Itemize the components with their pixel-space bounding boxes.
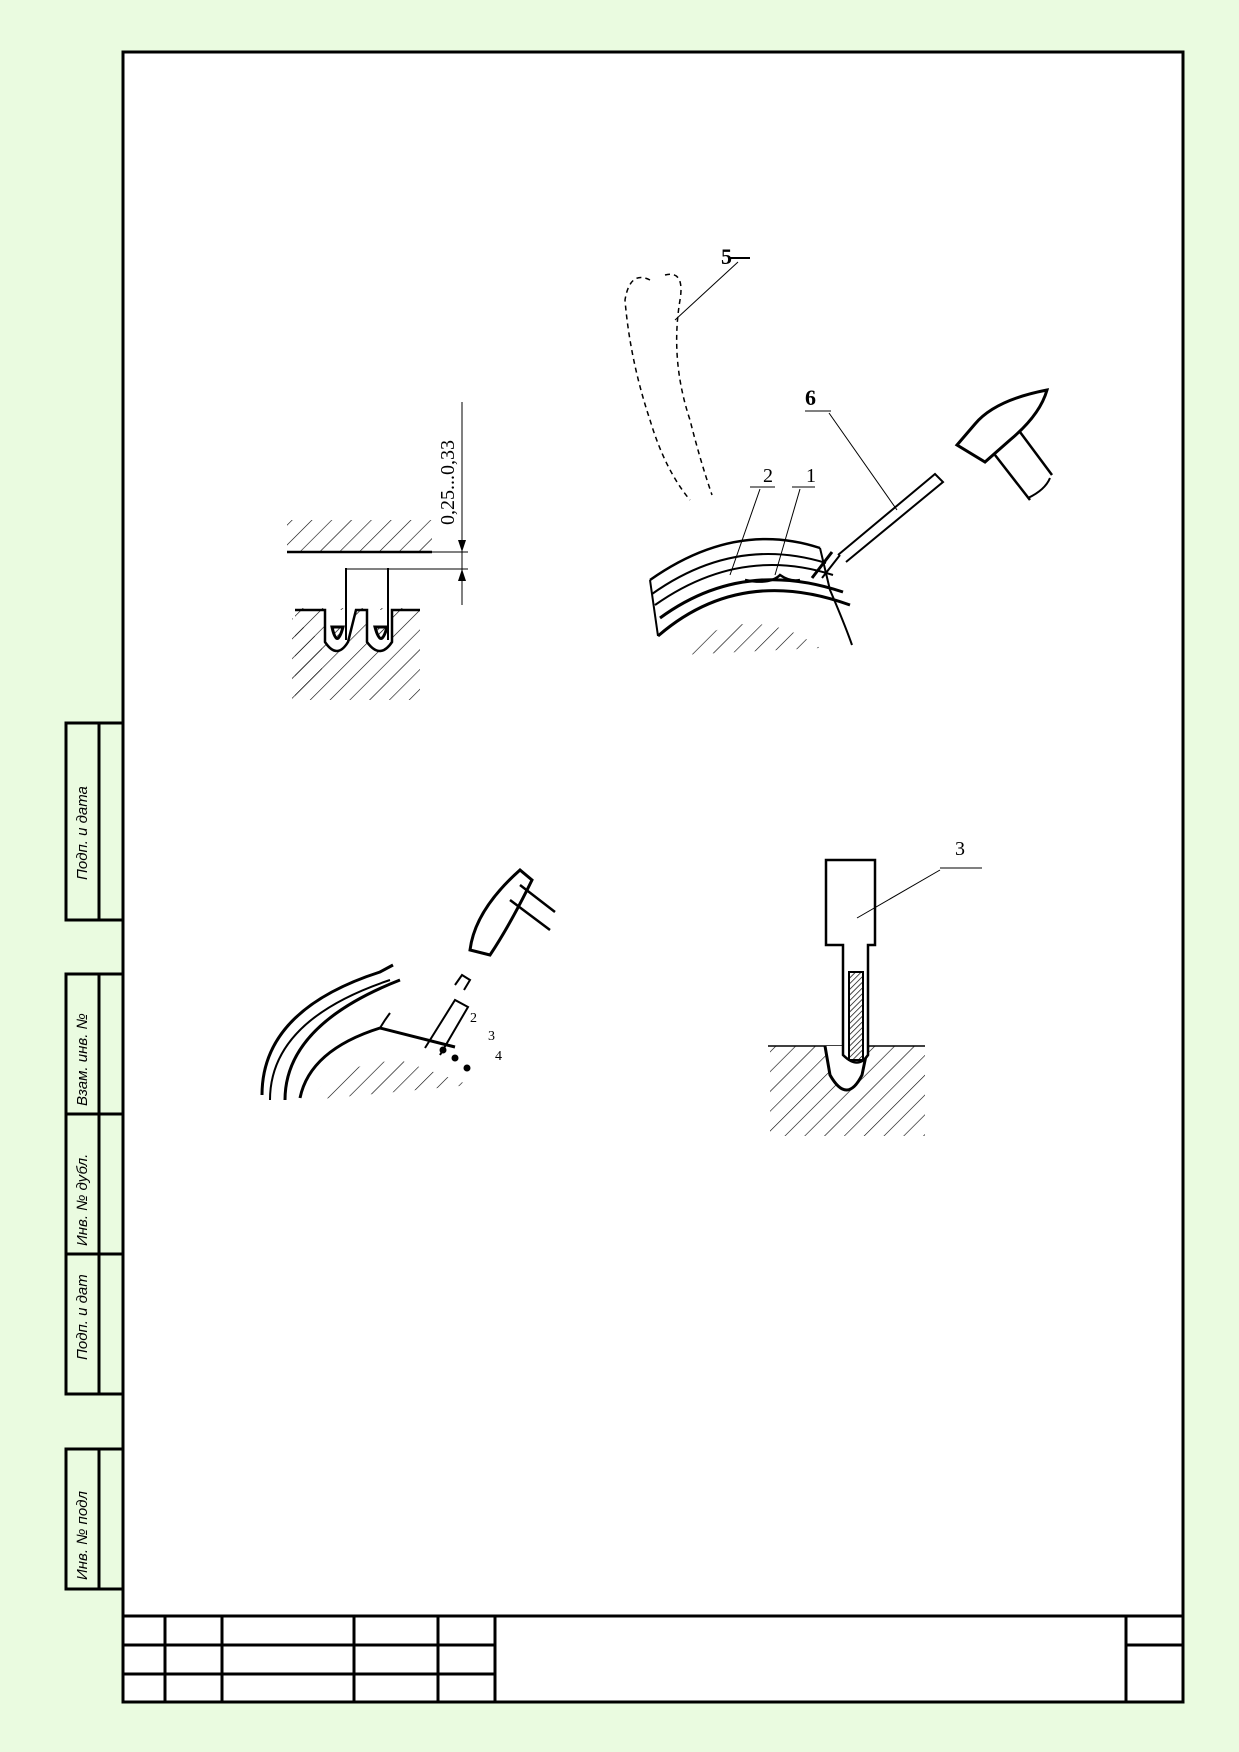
stamp-inv-podl: Инв. № подл bbox=[74, 1491, 91, 1580]
callout-2: 2 bbox=[763, 465, 773, 487]
callout-6: 6 bbox=[805, 385, 816, 410]
callout-bl-3: 3 bbox=[488, 1029, 495, 1044]
callout-bl-4: 4 bbox=[495, 1049, 502, 1064]
sheet-frame bbox=[121, 50, 1185, 1704]
callout-1: 1 bbox=[806, 465, 816, 487]
figure-top-right bbox=[624, 257, 1054, 655]
dimension-label: 0,25...0,33 bbox=[437, 440, 459, 525]
stamp-podp-data-2: Подп. и дат bbox=[74, 1274, 91, 1360]
figure-bottom-left bbox=[260, 868, 556, 1101]
figure-bottom-right bbox=[768, 858, 982, 1136]
figure-top-left: 0,25...0,33 bbox=[287, 402, 468, 700]
title-block bbox=[123, 1614, 1183, 1702]
callout-bl-2: 2 bbox=[470, 1011, 477, 1026]
callout-br-3: 3 bbox=[955, 838, 965, 860]
callout-5: 5 bbox=[721, 244, 732, 269]
side-stamp bbox=[64, 721, 125, 1591]
stamp-podp-data-1: Подп. и дата bbox=[74, 786, 91, 880]
stamp-inv-dubl: Инв. № дубл. bbox=[74, 1154, 91, 1246]
stamp-vzam-inv: Взам. инв. № bbox=[74, 1013, 91, 1106]
